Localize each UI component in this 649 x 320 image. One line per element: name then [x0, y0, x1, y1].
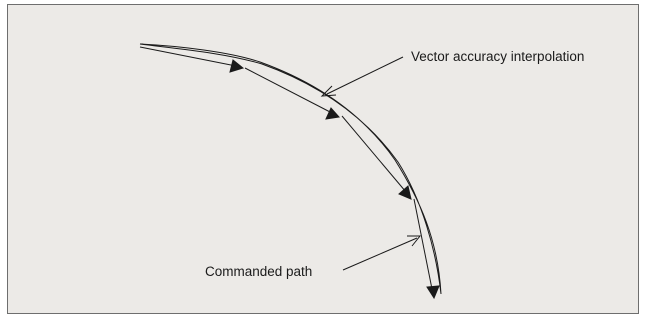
vector-segment-1 — [139, 46, 237, 67]
arrowhead-2 — [325, 107, 340, 120]
leader-commanded-path — [342, 235, 422, 271]
figure-panel — [7, 4, 639, 314]
arrowhead-3 — [398, 185, 412, 200]
label-vector-accuracy: Vector accuracy interpolation — [411, 49, 584, 64]
vector-segment-4 — [413, 198, 433, 290]
arrowhead-4 — [426, 285, 440, 300]
vector-segment-2 — [244, 67, 333, 114]
vector-segment-3 — [341, 115, 407, 193]
leader-vector-accuracy — [320, 56, 404, 97]
commanded-path-curve — [139, 43, 442, 295]
vector-segments — [139, 46, 440, 300]
arrowhead-1 — [229, 59, 245, 73]
label-commanded-path: Commanded path — [205, 264, 312, 279]
